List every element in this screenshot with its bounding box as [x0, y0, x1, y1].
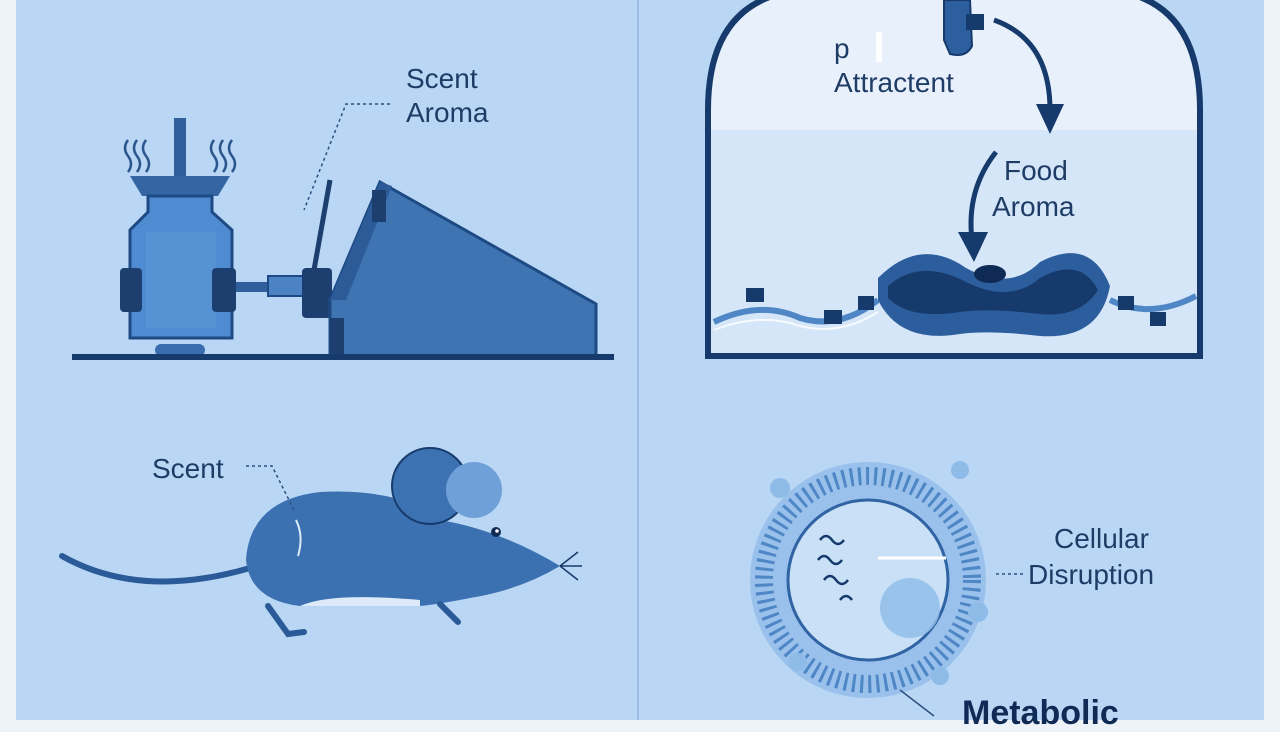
dome-container-icon — [705, 0, 1203, 359]
disruption-label: Disruption — [1028, 559, 1155, 590]
scent-aroma-leader — [303, 103, 390, 211]
right-margin — [1264, 0, 1280, 720]
cellular-label: Cellular — [1054, 523, 1149, 554]
trap-ramp-icon — [72, 179, 614, 360]
scent-dispenser-icon — [120, 118, 237, 356]
scent-label: Scent — [406, 63, 478, 94]
cell-icon — [750, 461, 988, 698]
metabolic-label: Metabolic — [962, 694, 1119, 732]
scent-leader — [246, 465, 295, 511]
aroma-label: Aroma — [406, 97, 489, 128]
left-margin — [0, 0, 16, 720]
food-aroma-label: Aroma — [992, 191, 1075, 222]
mouse-icon — [59, 447, 582, 638]
food-label: Food — [1004, 155, 1068, 186]
p-glyph: p — [834, 33, 850, 64]
attractant-label: Attractent — [834, 67, 954, 98]
metabolic-leader — [899, 689, 935, 717]
mouse-scent-label: Scent — [152, 453, 224, 484]
